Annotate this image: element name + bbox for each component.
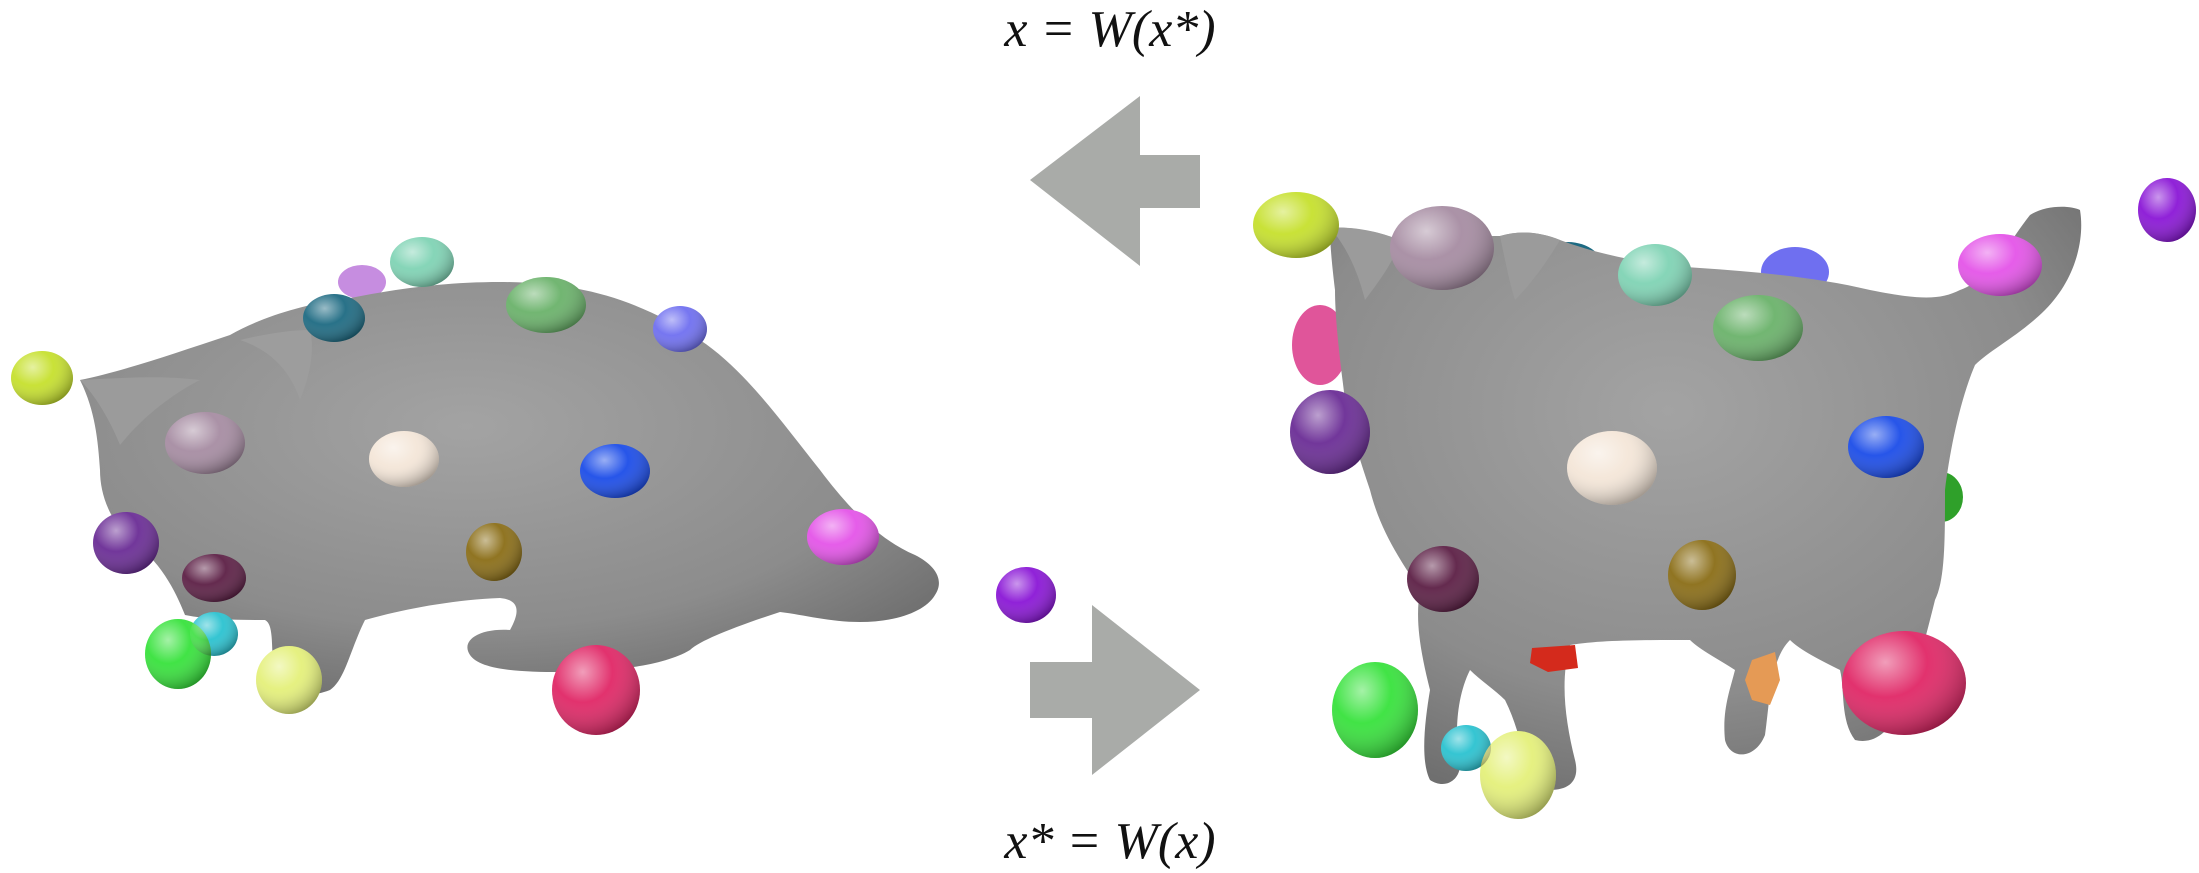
right-cat-body — [1330, 206, 2082, 791]
right-cat-ear — [1500, 232, 1560, 300]
inverse-warp-equation: x = W(x*) — [1004, 1, 1216, 58]
left-cat-ear — [80, 377, 200, 445]
marker-patch — [1745, 652, 1780, 705]
left-marker-shading — [11, 237, 1056, 735]
right-marker-shading — [1253, 178, 2196, 819]
arrow-left — [1030, 96, 1200, 266]
marker-patch — [1530, 645, 1578, 672]
right-cat-ear — [1330, 227, 1400, 300]
left-cat-ear — [240, 330, 312, 400]
forward-warp-equation: x* = W(x) — [1004, 813, 1216, 870]
marker-sphere — [1292, 305, 1348, 385]
marker-sphere — [338, 265, 386, 299]
arrow-right — [1030, 605, 1200, 775]
right-cat-model — [1253, 178, 2196, 819]
left-cat-model — [11, 237, 1056, 735]
